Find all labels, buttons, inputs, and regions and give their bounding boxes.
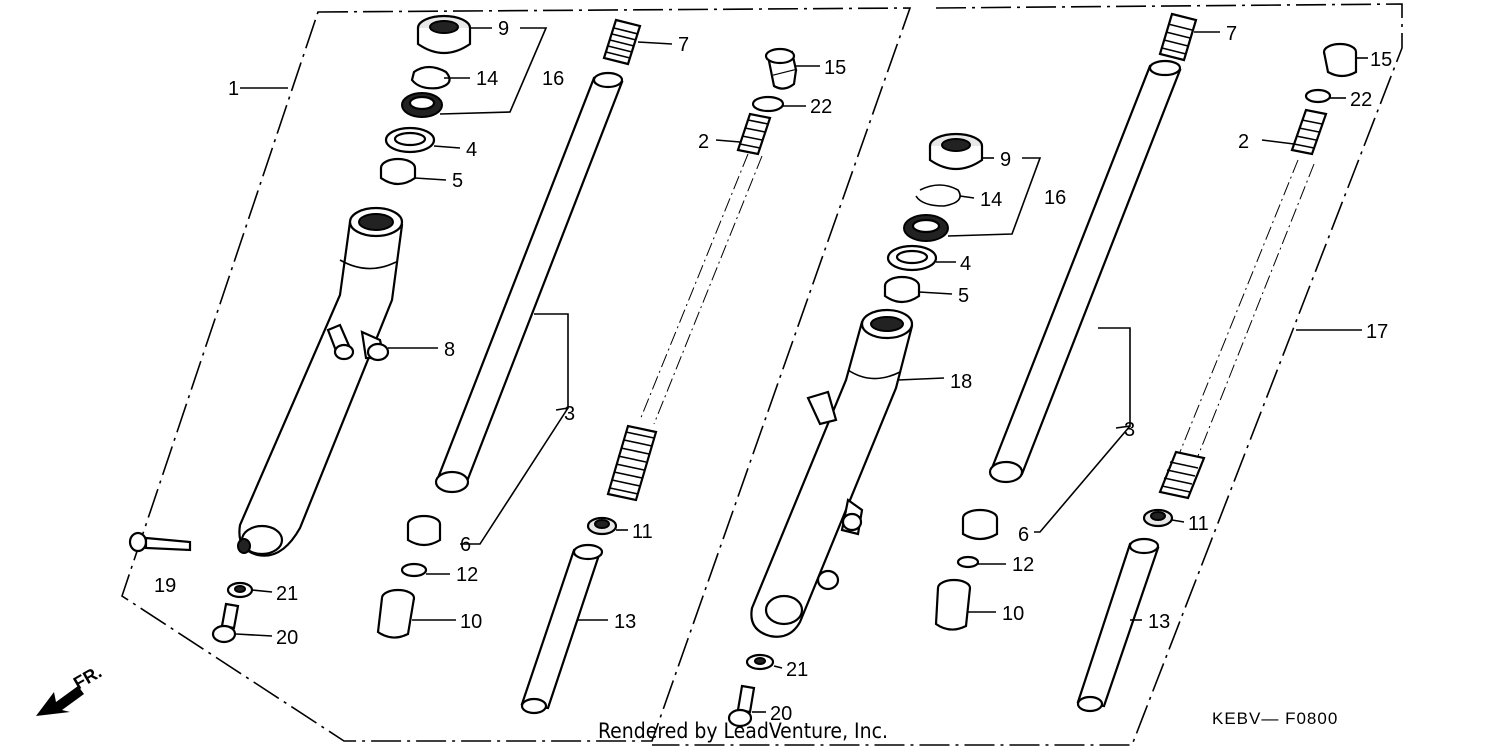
oil-seal-16-left (401, 92, 443, 118)
label-2-left: 2 (698, 131, 709, 153)
label-15-right: 15 (1370, 49, 1392, 71)
bolt-20-right (727, 684, 756, 728)
bushing-6-right (961, 508, 999, 541)
label-21-left: 21 (276, 583, 298, 605)
piece-10-right (934, 578, 972, 631)
watermark: Rendered by LeadVenture, Inc. (598, 719, 888, 743)
piece-10-left (376, 588, 416, 639)
bolt-19-left (128, 531, 192, 553)
label-16-left: 16 (542, 68, 564, 90)
ring-12-right (956, 555, 980, 569)
dust-seal-9-left (416, 14, 472, 55)
label-1-left: 1 (228, 78, 239, 100)
label-19-left: 19 (154, 575, 176, 597)
label-5-left: 5 (452, 170, 463, 192)
label-6-left: 6 (460, 534, 471, 556)
labels-left: 1 9 14 16 4 5 8 7 15 22 2 3 6 11 12 10 1… (154, 18, 846, 649)
label-4-left: 4 (466, 139, 477, 161)
label-6-right: 6 (1018, 524, 1029, 546)
spring-7-right (1158, 12, 1198, 62)
bushing-5-right (883, 275, 921, 304)
label-12-left: 12 (456, 564, 478, 586)
label-22-left: 22 (810, 96, 832, 118)
label-5-right: 5 (958, 285, 969, 307)
clip-14-right (915, 184, 961, 207)
label-10-left: 10 (460, 611, 482, 633)
dust-seal-9-right (928, 132, 984, 171)
ring-12-left (400, 562, 428, 578)
right-assembly-outline (652, 3, 1403, 746)
label-4-right: 4 (960, 253, 971, 275)
labels-right: 7 15 22 2 9 14 16 4 5 18 3 17 6 11 12 10… (770, 23, 1392, 725)
label-12-right: 12 (1012, 554, 1034, 576)
label-2-right: 2 (1238, 131, 1249, 153)
o-ring-22-right (1304, 88, 1332, 104)
label-9-left: 9 (498, 18, 509, 40)
backup-ring-4-right (886, 244, 938, 272)
label-13-right: 13 (1148, 611, 1170, 633)
label-21-right: 21 (786, 659, 808, 681)
o-ring-22-left (751, 95, 785, 113)
damper-rod-13-left (520, 543, 604, 715)
fork-pipe-3-right (988, 59, 1182, 484)
bottom-case-1-left (237, 206, 404, 557)
seal-11-right (1142, 508, 1174, 528)
label-16-right: 16 (1044, 187, 1066, 209)
front-direction-arrow: FR. (36, 662, 105, 716)
bottom-case-18-right (750, 308, 914, 638)
label-10-right: 10 (1002, 603, 1024, 625)
label-14-right: 14 (980, 189, 1002, 211)
damper-rod-13-right (1076, 537, 1160, 713)
label-17-right: 17 (1366, 321, 1388, 343)
label-13-left: 13 (614, 611, 636, 633)
washer-21-left (226, 581, 254, 599)
bolt-15-right (1322, 42, 1358, 78)
diagram-code: KEBV— F0800 (1212, 709, 1338, 728)
left-assembly-outline (121, 7, 912, 742)
clip-14-left (410, 65, 451, 90)
label-11-right: 11 (1188, 513, 1209, 535)
label-7-left: 7 (678, 34, 689, 56)
label-7-right: 7 (1226, 23, 1237, 45)
label-18-right: 18 (950, 371, 972, 393)
label-3-right: 3 (1124, 419, 1135, 441)
bushing-5-left (379, 157, 417, 186)
spring-7-left (602, 18, 642, 66)
oil-seal-16-right (903, 214, 949, 242)
spring-2-left (606, 112, 772, 502)
label-22-right: 22 (1350, 89, 1372, 111)
spring-2-right (1158, 108, 1328, 500)
leader-lines (235, 27, 1368, 713)
bolt-20-left (211, 602, 240, 644)
washer-21-right (745, 653, 775, 671)
label-3-left: 3 (564, 403, 575, 425)
bolt-15-left (764, 47, 798, 90)
seal-11-left (586, 516, 618, 536)
label-8-left: 8 (444, 339, 455, 361)
label-11-left: 11 (632, 521, 653, 543)
backup-ring-4-left (384, 126, 436, 154)
label-14-left: 14 (476, 68, 498, 90)
fork-pipe-3-left (434, 71, 624, 494)
label-20-left: 20 (276, 627, 298, 649)
label-20-right: 20 (770, 703, 792, 725)
label-9-right: 9 (1000, 149, 1011, 171)
label-15-left: 15 (824, 57, 846, 79)
bushing-6-left (406, 514, 442, 547)
